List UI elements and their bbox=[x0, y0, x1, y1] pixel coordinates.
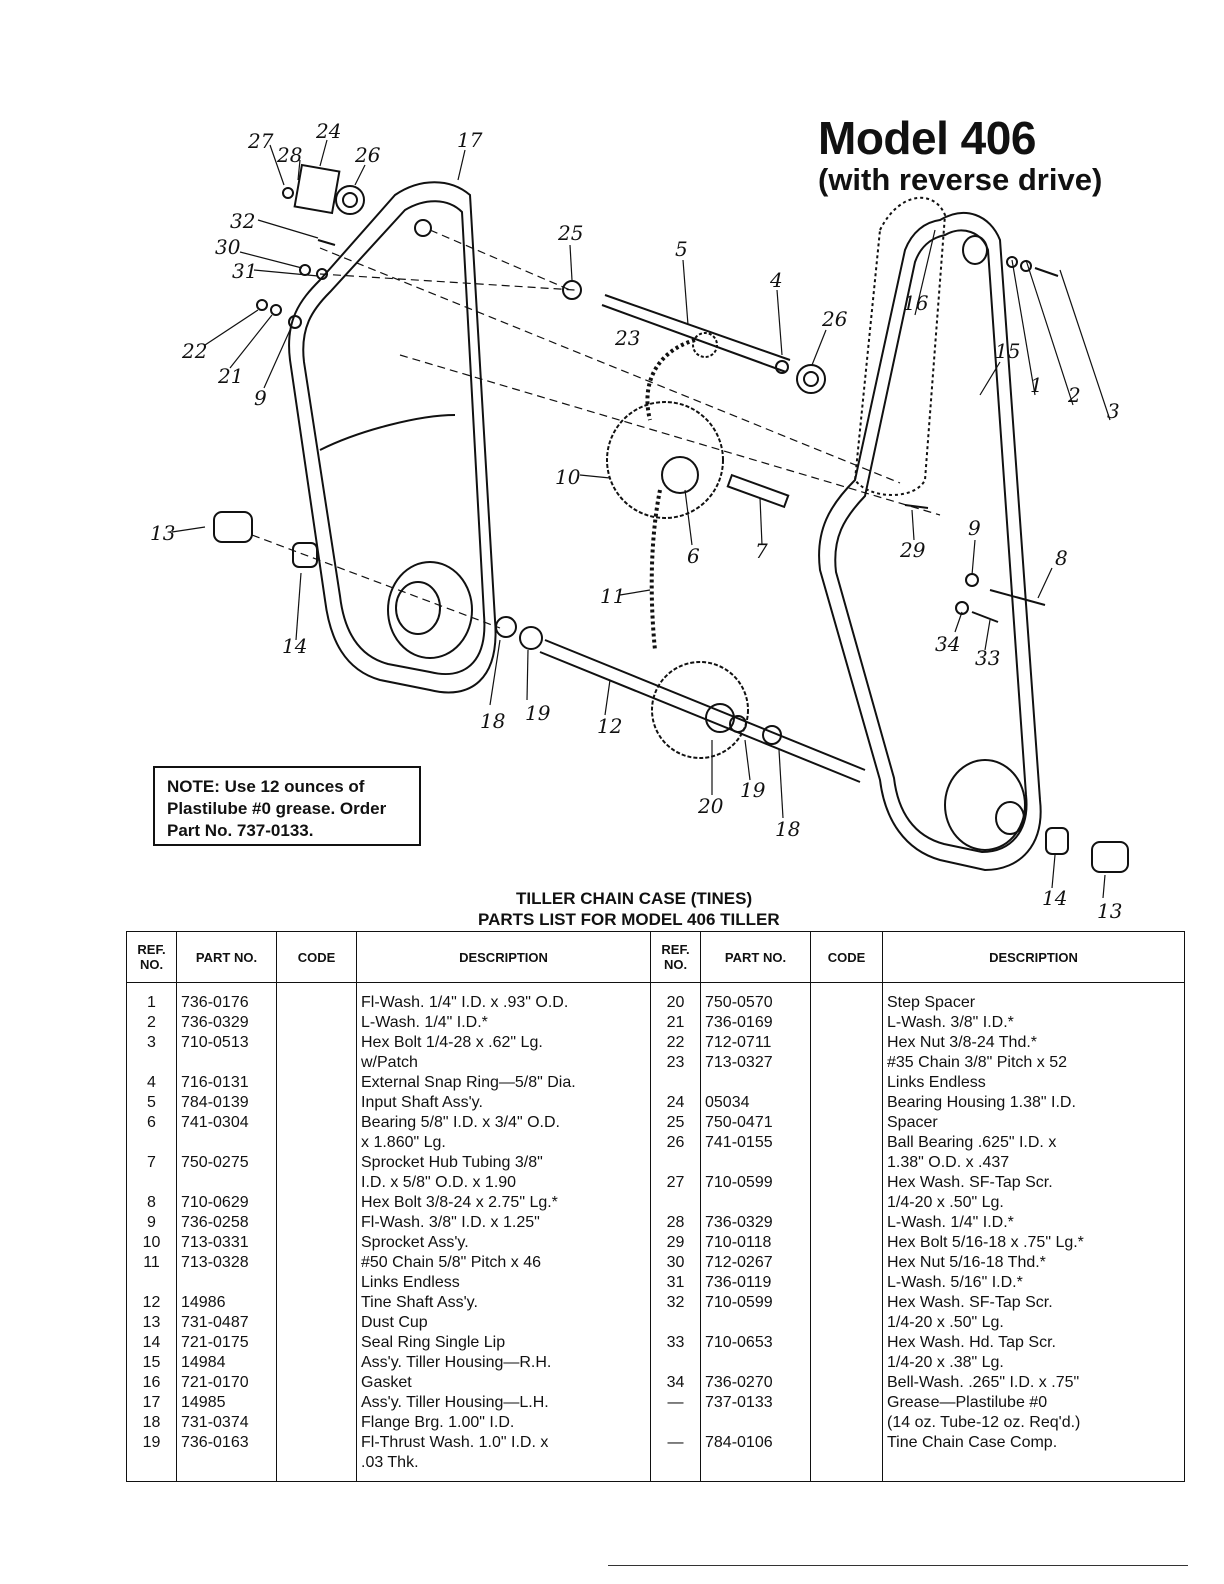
note-line-1: NOTE: Use 12 ounces of bbox=[167, 777, 365, 796]
callout-25: 25 bbox=[557, 221, 583, 245]
callout-1: 1 bbox=[1030, 373, 1043, 397]
right-code-column bbox=[810, 982, 883, 1482]
callout-21: 21 bbox=[217, 364, 243, 388]
right-part-column: 750-0570 736-0169 712-0711 713-0327 0503… bbox=[700, 982, 811, 1482]
callout-31: 31 bbox=[232, 259, 257, 283]
callout-14-right: 14 bbox=[1042, 886, 1067, 910]
header-ref-right: REF. NO. bbox=[650, 931, 701, 983]
callout-13-right: 13 bbox=[1097, 899, 1122, 923]
callout-34: 34 bbox=[935, 632, 960, 656]
callout-28: 28 bbox=[276, 143, 302, 167]
callout-9-right: 9 bbox=[968, 516, 981, 540]
callout-30: 30 bbox=[215, 235, 241, 259]
callout-10: 10 bbox=[555, 465, 581, 489]
page-title: Model 406 bbox=[818, 112, 1036, 164]
table-header-row: REF. NO. PART NO. CODE DESCRIPTION REF. … bbox=[126, 931, 1185, 983]
right-description-column: Step Spacer L-Wash. 3/8" I.D.* Hex Nut 3… bbox=[882, 982, 1185, 1482]
note-line-2: Plastilube #0 grease. Order bbox=[167, 799, 387, 818]
lower-chain bbox=[649, 489, 662, 651]
callout-8: 8 bbox=[1055, 546, 1068, 570]
callout-29: 29 bbox=[899, 538, 926, 562]
callout-2: 2 bbox=[1067, 383, 1081, 407]
callout-24: 24 bbox=[315, 119, 341, 143]
left-part-column: 736-0176 736-0329 710-0513 716-0131 784-… bbox=[176, 982, 277, 1482]
left-description-column: Fl-Wash. 1/4" I.D. x .93" O.D. L-Wash. 1… bbox=[356, 982, 651, 1482]
callout-12: 12 bbox=[597, 714, 622, 738]
callout-9-left: 9 bbox=[254, 386, 267, 410]
callout-5: 5 bbox=[675, 237, 688, 261]
callout-22: 22 bbox=[181, 339, 207, 363]
callout-16: 16 bbox=[903, 291, 929, 315]
callout-11: 11 bbox=[600, 584, 625, 608]
tine-shaft bbox=[539, 639, 866, 783]
callout-13-left: 13 bbox=[150, 521, 175, 545]
page-bottom-rule bbox=[608, 1565, 1188, 1566]
callout-26-right: 26 bbox=[821, 307, 848, 331]
callout-14-left: 14 bbox=[282, 634, 307, 658]
callout-4: 4 bbox=[769, 268, 783, 292]
callout-27: 27 bbox=[247, 129, 274, 153]
right-ref-column: 20 21 22 23 24 25 26 27 28 29 30 31 32 3… bbox=[650, 982, 701, 1482]
header-desc-left: DESCRIPTION bbox=[356, 931, 651, 983]
header-code-left: CODE bbox=[276, 931, 357, 983]
callout-18-left: 18 bbox=[480, 709, 505, 733]
callout-23: 23 bbox=[614, 326, 640, 350]
callout-7: 7 bbox=[755, 539, 768, 563]
header-code-right: CODE bbox=[810, 931, 883, 983]
callout-33: 33 bbox=[975, 646, 1000, 670]
table-body-row: 1 2 3 4 5 6 7 8 9 10 11 12 13 14 15 16 1… bbox=[126, 982, 1185, 1482]
callout-26: 26 bbox=[354, 143, 381, 167]
right-housing bbox=[818, 211, 1042, 872]
header-part-right: PART NO. bbox=[700, 931, 811, 983]
callout-19-left: 19 bbox=[525, 701, 551, 725]
left-ref-column: 1 2 3 4 5 6 7 8 9 10 11 12 13 14 15 16 1… bbox=[126, 982, 177, 1482]
parts-list-table: REF. NO. PART NO. CODE DESCRIPTION REF. … bbox=[126, 931, 1185, 1482]
grease-note-box: NOTE: Use 12 ounces of Plastilube #0 gre… bbox=[153, 766, 421, 846]
callout-32: 32 bbox=[230, 209, 255, 233]
upper-chain bbox=[645, 338, 696, 421]
callout-19-right: 19 bbox=[740, 778, 766, 802]
callout-15: 15 bbox=[995, 339, 1020, 363]
parts-list-heading: PARTS LIST FOR MODEL 406 TILLER bbox=[478, 910, 780, 929]
callout-17: 17 bbox=[457, 128, 483, 152]
lower-sprocket bbox=[651, 661, 749, 759]
header-part-left: PART NO. bbox=[176, 931, 277, 983]
left-code-column bbox=[276, 982, 357, 1482]
header-desc-right: DESCRIPTION bbox=[882, 931, 1185, 983]
callout-3: 3 bbox=[1107, 399, 1120, 423]
callout-20: 20 bbox=[697, 794, 724, 818]
large-sprocket bbox=[606, 401, 724, 519]
page-subtitle: (with reverse drive) bbox=[818, 162, 1103, 197]
section-heading: TILLER CHAIN CASE (TINES) bbox=[516, 889, 753, 908]
callout-18-right: 18 bbox=[775, 817, 800, 841]
exploded-parts-diagram: 27 24 28 26 17 32 30 31 22 21 9 25 5 4 2… bbox=[150, 119, 1129, 923]
callout-6: 6 bbox=[687, 544, 700, 568]
header-ref-left: REF. NO. bbox=[126, 931, 177, 983]
note-line-3: Part No. 737-0133. bbox=[167, 821, 314, 840]
